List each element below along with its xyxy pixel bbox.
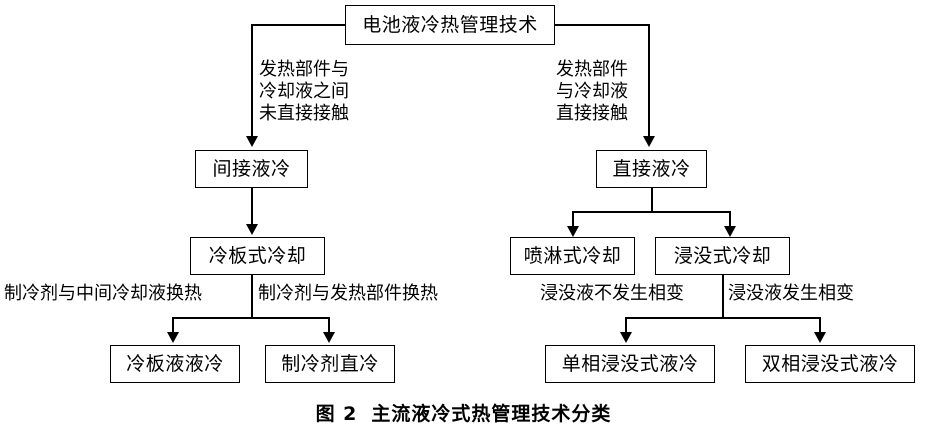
connector-root-to-indirect <box>251 24 253 138</box>
connector-coldplate-to-plate-liquid <box>172 317 174 335</box>
edge-label-immersion-right: 浸没液发生相变 <box>728 283 854 304</box>
node-single-phase-label: 单相浸没式液冷 <box>561 352 699 375</box>
arrowhead-to-refrigerant <box>323 332 335 343</box>
connector-immersion-to-dual <box>819 317 821 335</box>
node-single-phase-immersion: 单相浸没式液冷 <box>545 345 715 383</box>
connector-immersion-to-single <box>625 317 627 335</box>
node-direct-liquid-cooling: 直接液冷 <box>596 150 707 188</box>
connector-immersion-split-bar <box>625 317 820 319</box>
connector-coldplate-to-refrigerant <box>328 317 330 335</box>
connector-root-bar-left <box>251 24 346 26</box>
connector-direct-to-immersion <box>729 211 731 229</box>
connector-root-to-direct <box>648 24 650 138</box>
node-refrigerant-direct-cooling: 制冷剂直冷 <box>265 345 395 383</box>
node-cold-plate-cooling: 冷板式冷却 <box>190 237 325 275</box>
connector-coldplate-split-bar <box>172 317 330 319</box>
node-cold-plate-label: 冷板式冷却 <box>208 244 307 267</box>
connector-direct-to-spray <box>572 211 574 229</box>
figure-caption-number: 图 2 <box>315 403 358 425</box>
figure-caption: 图 2 主流液冷式热管理技术分类 <box>0 399 927 426</box>
figure-caption-title: 主流液冷式热管理技术分类 <box>371 403 612 425</box>
connector-immersion-stem <box>722 275 724 319</box>
edge-label-immersion-left: 浸没液不发生相变 <box>540 283 684 304</box>
edge-label-to-direct: 发热部件 与冷却液 直接接触 <box>556 59 628 124</box>
arrowhead-to-direct <box>643 136 655 147</box>
connector-indirect-to-coldplate <box>251 188 253 226</box>
node-dual-phase-label: 双相浸没式液冷 <box>761 352 899 375</box>
connector-root-bar-right <box>554 24 649 26</box>
node-indirect-label: 间接液冷 <box>212 157 291 180</box>
connector-direct-stem <box>651 188 653 213</box>
node-direct-label: 直接液冷 <box>612 157 691 180</box>
edge-label-plate-left: 制冷剂与中间冷却液换热 <box>4 283 202 304</box>
edge-label-to-indirect: 发热部件与 冷却液之间 未直接接触 <box>259 59 349 124</box>
arrowhead-to-immersion <box>724 226 736 237</box>
arrowhead-to-coldplate <box>246 224 258 235</box>
arrowhead-to-dual-phase <box>814 332 826 343</box>
node-root: 电池液冷热管理技术 <box>345 5 555 45</box>
connector-direct-split-bar <box>572 211 730 213</box>
node-immersion-label: 浸没式冷却 <box>673 244 772 267</box>
arrowhead-to-spray <box>567 226 579 237</box>
node-plate-liquid-label: 冷板液液冷 <box>126 352 224 375</box>
node-dual-phase-immersion: 双相浸没式液冷 <box>745 345 915 383</box>
node-plate-liquid-liquid-cooling: 冷板液液冷 <box>110 345 240 383</box>
node-spray-label: 喷淋式冷却 <box>523 244 622 267</box>
arrowhead-to-indirect <box>246 136 258 147</box>
node-spray-cooling: 喷淋式冷却 <box>510 237 635 275</box>
connector-coldplate-stem <box>251 275 253 319</box>
node-refrigerant-direct-label: 制冷剂直冷 <box>281 352 379 375</box>
arrowhead-to-plate-liquid <box>167 332 179 343</box>
node-indirect-liquid-cooling: 间接液冷 <box>195 150 308 188</box>
node-root-label: 电池液冷热管理技术 <box>362 13 538 36</box>
edge-label-plate-right: 制冷剂与发热部件换热 <box>258 283 438 304</box>
arrowhead-to-single-phase <box>620 332 632 343</box>
node-immersion-cooling: 浸没式冷却 <box>655 237 790 275</box>
